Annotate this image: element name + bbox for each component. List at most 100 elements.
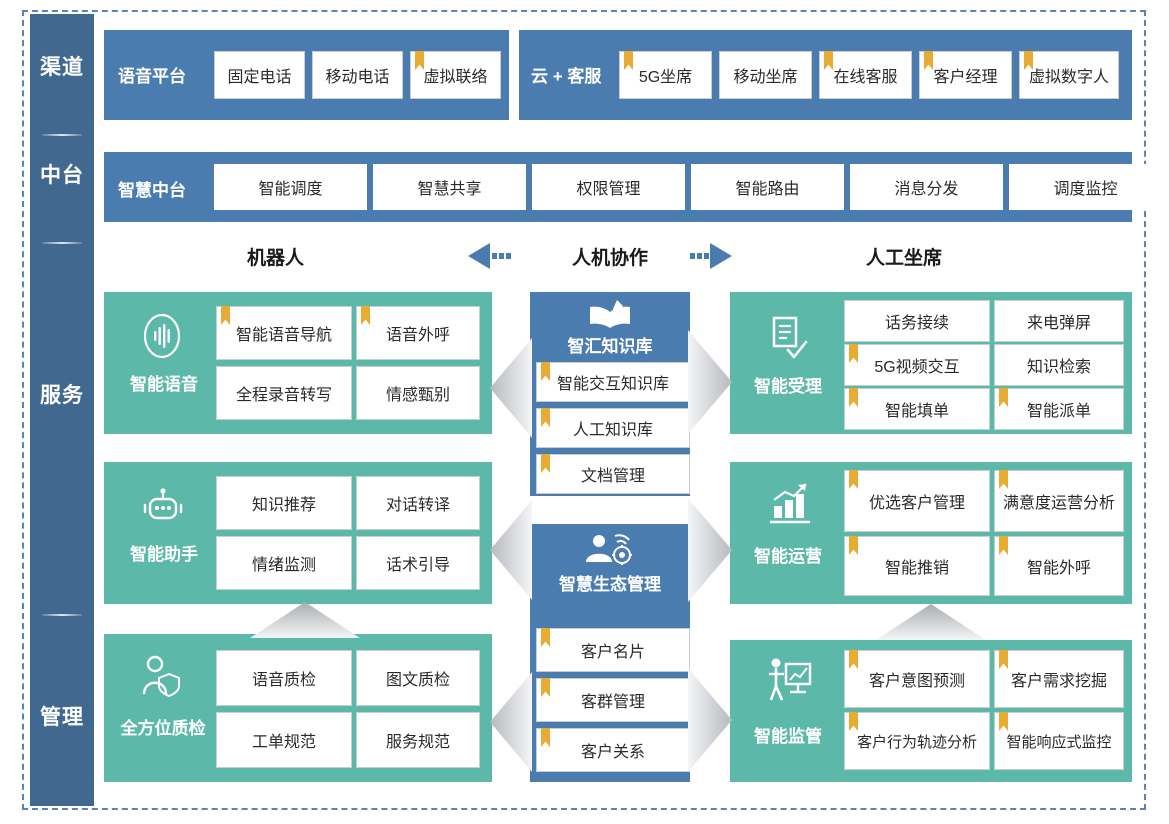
module-item[interactable]: 智能交互知识库: [536, 362, 690, 402]
connector-right-acceptance: [688, 330, 732, 434]
module-item[interactable]: 知识推荐: [216, 476, 352, 530]
module-item[interactable]: 语音外呼: [356, 306, 480, 360]
ribbon-marker-icon: [541, 362, 550, 381]
midplatform-item[interactable]: 权限管理: [532, 164, 685, 210]
module-smart-ecology: 智慧生态管理 客户名片 客群管理 客户关系: [530, 524, 690, 782]
module-item[interactable]: 对话转译: [356, 476, 480, 530]
module-item[interactable]: 人工知识库: [536, 408, 690, 448]
ribbon-marker-icon: [999, 388, 1008, 407]
channel-item[interactable]: 5G坐席: [619, 51, 712, 99]
header-human-machine: 人机协作: [572, 248, 649, 269]
module-item[interactable]: 智能语音导航: [216, 306, 352, 360]
arrow-left-icon: [468, 243, 511, 269]
diagram-frame: [22, 10, 1146, 810]
ribbon-marker-icon: [849, 388, 858, 407]
ribbon-marker-icon: [999, 650, 1008, 669]
channel-item[interactable]: 移动坐席: [719, 51, 812, 99]
rail-divider-3: [42, 614, 82, 616]
module-title: 智能受理: [754, 377, 822, 396]
module-item[interactable]: 优选客户管理: [844, 470, 990, 532]
module-item[interactable]: 智能响应式监控: [994, 712, 1124, 770]
ribbon-marker-icon: [824, 51, 833, 70]
module-item[interactable]: 情感甄别: [356, 366, 480, 420]
module-intelligent-supervision: 智能监管 客户意图预测 客户需求挖掘 客户行为轨迹分析 智能响应式监控: [730, 640, 1132, 782]
midplatform-item[interactable]: 智慧共享: [373, 164, 526, 210]
module-item[interactable]: 话务接续: [844, 300, 990, 342]
ribbon-marker-icon: [999, 712, 1008, 731]
arrow-right-icon: [690, 243, 732, 269]
module-item[interactable]: 客户行为轨迹分析: [844, 712, 990, 770]
presenter-board-icon: [769, 658, 812, 701]
module-item[interactable]: 客户关系: [536, 728, 690, 772]
document-check-icon: [772, 316, 808, 359]
connector-right-operations: [688, 498, 732, 602]
module-title: 智能助手: [130, 545, 198, 564]
module-item[interactable]: 全程录音转写: [216, 366, 352, 420]
rail-item-service: 服务: [40, 384, 84, 407]
module-item[interactable]: 智能外呼: [994, 536, 1124, 596]
ribbon-marker-icon: [999, 536, 1008, 555]
connector-left-assistant: [490, 500, 532, 600]
ribbon-marker-icon: [849, 470, 858, 489]
midplatform-item[interactable]: 调度监控: [1009, 164, 1162, 210]
module-title: 智能监管: [754, 727, 822, 746]
open-book-pen-icon: [590, 300, 630, 328]
channel-item[interactable]: 移动电话: [312, 51, 403, 99]
ribbon-marker-icon: [924, 51, 933, 70]
ribbon-marker-icon: [849, 344, 858, 363]
midplatform-band: 智慧中台 智能调度 智慧共享 权限管理 智能路由 消息分发 调度监控: [104, 152, 1162, 222]
module-item[interactable]: 话术引导: [356, 536, 480, 590]
module-title: 智能语音: [130, 375, 198, 394]
module-item[interactable]: 智能派单: [994, 388, 1124, 430]
header-robot: 机器人: [247, 248, 305, 269]
module-item[interactable]: 客户需求挖掘: [994, 650, 1124, 708]
module-title: 全方位质检: [120, 719, 206, 738]
module-quality-inspection: 全方位质检 语音质检 图文质检 工单规范 服务规范: [104, 634, 492, 782]
module-intelligent-acceptance: 智能受理 话务接续 来电弹屏 5G视频交互 知识检索 智能填单 智能派单: [730, 292, 1132, 434]
midplatform-item[interactable]: 智能调度: [214, 164, 367, 210]
channel-group-title: 语音平台: [118, 67, 186, 86]
module-item[interactable]: 客群管理: [536, 678, 690, 722]
module-item[interactable]: 满意度运营分析: [994, 470, 1124, 532]
channel-item[interactable]: 在线客服: [819, 51, 912, 99]
channel-group-cloud-service: 云 + 客服 5G坐席 移动坐席 在线客服 客户经理 虚拟数字人: [519, 30, 1132, 120]
midplatform-item[interactable]: 消息分发: [850, 164, 1003, 210]
connector-left-voice: [490, 338, 532, 438]
rail-item-midplatform: 中台: [40, 164, 84, 187]
person-shield-icon: [142, 655, 180, 698]
module-item[interactable]: 知识检索: [994, 344, 1124, 386]
module-intelligent-assistant: 智能助手 知识推荐 对话转译 情绪监测 话术引导: [104, 462, 492, 604]
midplatform-item[interactable]: 智能路由: [691, 164, 844, 210]
ribbon-marker-icon: [849, 536, 858, 555]
module-item[interactable]: 来电弹屏: [994, 300, 1124, 342]
robot-icon: [143, 488, 183, 520]
ribbon-marker-icon: [624, 51, 633, 70]
ribbon-marker-icon: [849, 712, 858, 731]
connector-left-quality: [490, 672, 532, 772]
module-item[interactable]: 文档管理: [536, 454, 690, 494]
module-title: 智慧生态管理: [559, 575, 661, 594]
rail-item-management: 管理: [40, 706, 84, 729]
module-item[interactable]: 图文质检: [356, 650, 480, 706]
module-item[interactable]: 情绪监测: [216, 536, 352, 590]
module-item[interactable]: 语音质检: [216, 650, 352, 706]
ribbon-marker-icon: [999, 470, 1008, 489]
ribbon-marker-icon: [541, 454, 550, 473]
ribbon-marker-icon: [849, 650, 858, 669]
module-title: 智汇知识库: [567, 337, 653, 356]
module-title: 智能运营: [754, 547, 822, 566]
rail-divider-2: [42, 242, 82, 244]
channel-item[interactable]: 虚拟数字人: [1019, 51, 1119, 99]
module-item[interactable]: 工单规范: [216, 712, 352, 768]
channel-item[interactable]: 虚拟联络: [410, 51, 501, 99]
module-item[interactable]: 智能推销: [844, 536, 990, 596]
module-item[interactable]: 客户意图预测: [844, 650, 990, 708]
channel-item[interactable]: 固定电话: [214, 51, 305, 99]
ribbon-marker-icon: [221, 306, 230, 325]
module-knowledge-base: 智汇知识库 智能交互知识库 人工知识库 文档管理: [530, 292, 690, 496]
module-item[interactable]: 服务规范: [356, 712, 480, 768]
module-item[interactable]: 5G视频交互: [844, 344, 990, 386]
module-item[interactable]: 智能填单: [844, 388, 990, 430]
channel-item[interactable]: 客户经理: [919, 51, 1012, 99]
module-item[interactable]: 客户名片: [536, 628, 690, 672]
